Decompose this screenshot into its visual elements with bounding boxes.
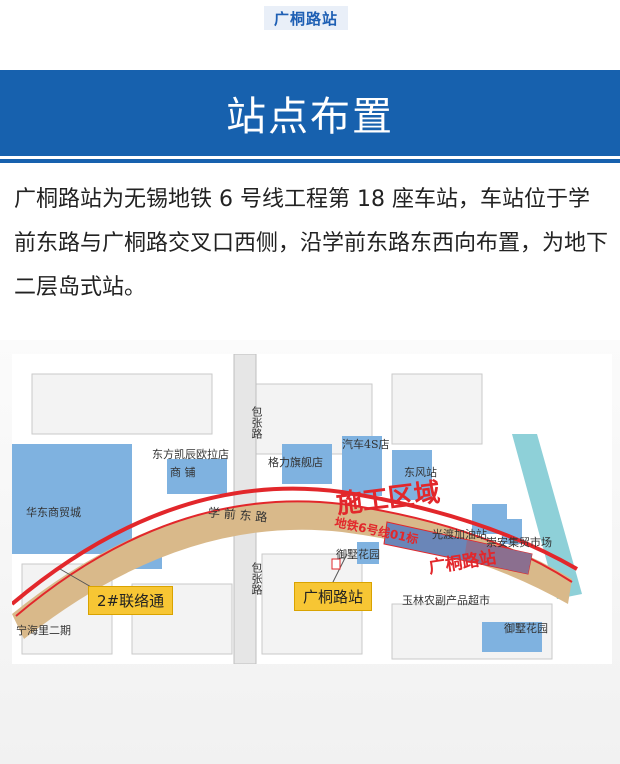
- banner-underline: [0, 159, 620, 163]
- map-rail-line-1: [12, 486, 579, 606]
- label-ninghai: 宁海里二期: [16, 624, 71, 637]
- station-tag: 广桐路站: [264, 6, 348, 30]
- road-label-bottom: 包张路: [250, 562, 263, 595]
- station-map-area: 包张路 包张路 学 前 东 路 东方凯辰欧拉店 商 铺 格力旗舰店 汽车4S店 …: [0, 340, 620, 764]
- callout-station: 广桐路站: [294, 582, 373, 611]
- label-gelifang: 格力旗舰店: [268, 456, 323, 469]
- station-map: 包张路 包张路 学 前 东 路 东方凯辰欧拉店 商 铺 格力旗舰店 汽车4S店 …: [12, 354, 612, 664]
- label-yushu2: 御墅花园: [504, 622, 548, 635]
- label-huadong: 华东商贸城: [26, 506, 81, 519]
- label-shangpu: 商 铺: [170, 466, 196, 479]
- map-rail-line-2: [15, 500, 573, 617]
- section-banner: 站点布置: [0, 70, 620, 166]
- section-title: 站点布置: [226, 94, 394, 140]
- map-graphic: [12, 354, 612, 664]
- label-qiche4s: 汽车4S店: [342, 438, 390, 451]
- label-guangdu: 光渡加油站: [432, 528, 487, 541]
- label-dongfengzhan: 东风站: [404, 466, 437, 479]
- callout-lianluotong: 2#联络通: [88, 586, 174, 615]
- label-chongan: 崇安集贸市场: [486, 536, 552, 549]
- road-label-top: 包张路: [250, 406, 263, 439]
- label-yushu: 御墅花园: [336, 548, 380, 561]
- label-dongfang: 东方凯辰欧拉店: [152, 448, 229, 461]
- lightning-marker: [331, 558, 341, 570]
- intro-paragraph: 广桐路站为无锡地铁 6 号线工程第 18 座车站，车站位于学前东路与广桐路交叉口…: [14, 187, 609, 300]
- map-river: [512, 434, 582, 599]
- label-yulin: 玉林农副产品超市: [402, 594, 490, 607]
- banner-bar: [0, 70, 620, 156]
- map-station-block: [464, 540, 532, 574]
